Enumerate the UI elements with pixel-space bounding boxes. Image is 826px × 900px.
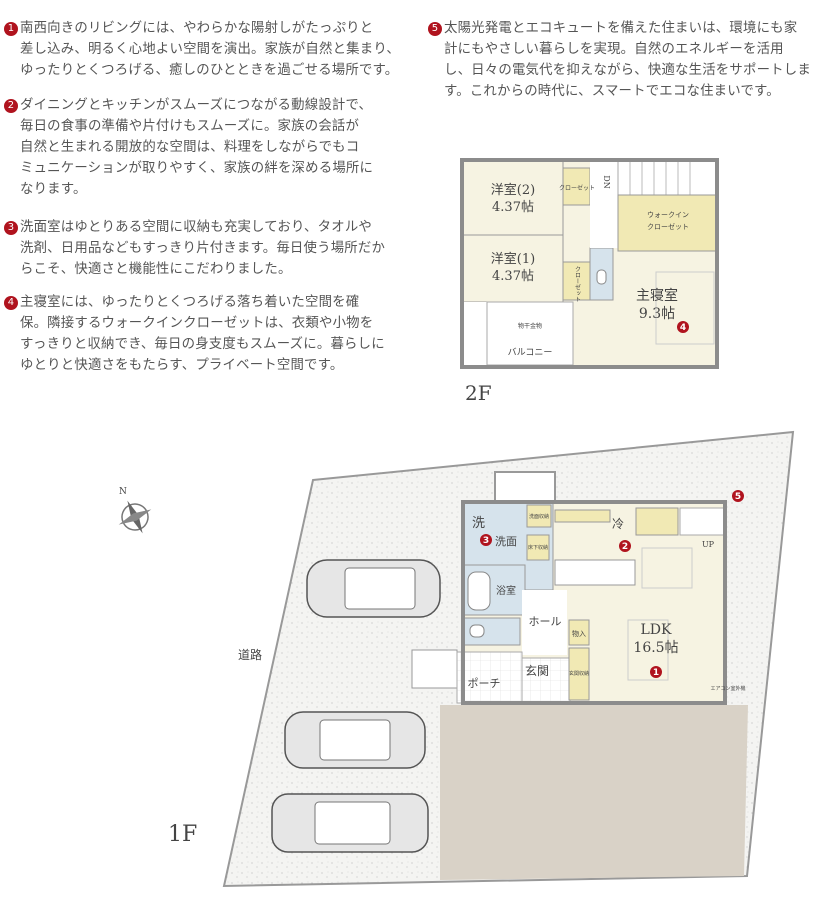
floor-label-1f: 1F	[168, 822, 197, 847]
kitchen-counter	[554, 559, 636, 586]
floor-2f: 洋室(2) 4.37帖 クローゼット DN ウォークイン クローゼット 洋室(1…	[460, 158, 719, 405]
compass-icon	[118, 500, 152, 534]
marker-3-icon: 3	[4, 221, 18, 235]
label-western-1-size: 4.37帖	[492, 269, 534, 284]
stairs-2f-steps	[629, 160, 691, 195]
toilet-icon	[469, 624, 485, 638]
wall-1f	[461, 500, 727, 705]
label-closet-2f-b: クローゼット	[574, 266, 581, 302]
pantry	[635, 507, 679, 536]
svg-text:3: 3	[483, 536, 489, 546]
marker-5-icon: 5	[732, 490, 744, 502]
marker-3-icon: 3	[480, 534, 492, 546]
marker-2-icon: 2	[619, 540, 631, 552]
label-closet: 物入	[572, 629, 586, 638]
room-western-1	[461, 234, 564, 303]
storage-underfloor	[526, 534, 550, 561]
label-western-1: 洋室(1)	[491, 251, 535, 267]
label-bath: 浴室	[496, 584, 516, 597]
hall-2f	[590, 160, 618, 248]
label-aircon-unit: エアコン室外機	[710, 685, 745, 692]
label-closet-2f-a: クローゼット	[559, 184, 595, 192]
bathtub-icon	[467, 571, 491, 611]
label-laundry: 洗	[472, 516, 485, 531]
label-balcony: バルコニー	[508, 347, 553, 358]
label-drying-rack: 物干金物	[518, 322, 542, 330]
closet-2f-a	[562, 167, 591, 206]
bed-icon	[655, 271, 715, 345]
label-fridge: 冷	[612, 517, 624, 531]
svg-text:1: 1	[653, 668, 659, 678]
label-porch: ポーチ	[468, 677, 501, 690]
label-entrance: 玄関	[525, 663, 549, 678]
marker-4-icon: 4	[4, 296, 18, 310]
wall-2f	[460, 158, 719, 369]
toilet-icon	[596, 269, 607, 285]
floor-label-2f: 2F	[465, 381, 492, 405]
compass-label: N	[119, 487, 127, 497]
porch	[456, 651, 523, 704]
storage-wash	[526, 504, 552, 528]
label-ldk: LDK	[641, 622, 673, 638]
dining-table-icon	[641, 547, 693, 589]
label-master-size: 9.3帖	[639, 306, 675, 322]
marker-1-icon: 1	[650, 666, 662, 678]
entrance-steps	[411, 649, 458, 689]
floor-1f: N 道路 洗 3 洗面 洗面収納 床下収納 浴室 ホール 物入 玄関	[118, 430, 795, 888]
label-up: UP	[702, 540, 715, 549]
label-western-2: 洋室(2)	[491, 182, 535, 198]
label-ldk-size: 16.5帖	[633, 640, 678, 656]
outdoor-unit	[494, 471, 556, 503]
svg-text:4: 4	[680, 323, 686, 333]
label-stairs-2f: DN	[602, 175, 611, 188]
marker-1-icon: 1	[4, 22, 18, 36]
label-hall: ホール	[529, 615, 562, 628]
shoe-storage	[568, 647, 590, 701]
label-wash-storage: 洗面収納	[529, 513, 549, 520]
label-road: 道路	[238, 647, 262, 662]
kitchen-back-counter	[554, 509, 611, 523]
storage-closet	[568, 619, 590, 646]
label-western-2-size: 4.37帖	[492, 200, 534, 215]
marker-4-icon: 4	[677, 321, 689, 333]
sofa-icon	[627, 619, 669, 681]
room-western-2	[461, 159, 564, 236]
label-walkin-2: クローゼット	[647, 222, 689, 231]
marker-5-icon: 5	[428, 22, 442, 36]
hall	[522, 590, 567, 655]
garden	[440, 705, 748, 880]
marker-2-icon: 2	[4, 99, 18, 113]
label-walkin-1: ウォークイン	[647, 211, 689, 219]
stairs-2f	[617, 159, 718, 196]
balcony	[462, 302, 573, 367]
label-washroom: 洗面	[495, 535, 517, 548]
label-underfloor-storage: 床下収納	[528, 544, 548, 551]
label-master-bedroom: 主寝室	[636, 287, 678, 304]
svg-text:2: 2	[622, 542, 628, 552]
stairs-1f	[679, 507, 726, 536]
label-shoe-storage: 玄関収納	[569, 670, 589, 677]
svg-text:5: 5	[735, 492, 741, 502]
